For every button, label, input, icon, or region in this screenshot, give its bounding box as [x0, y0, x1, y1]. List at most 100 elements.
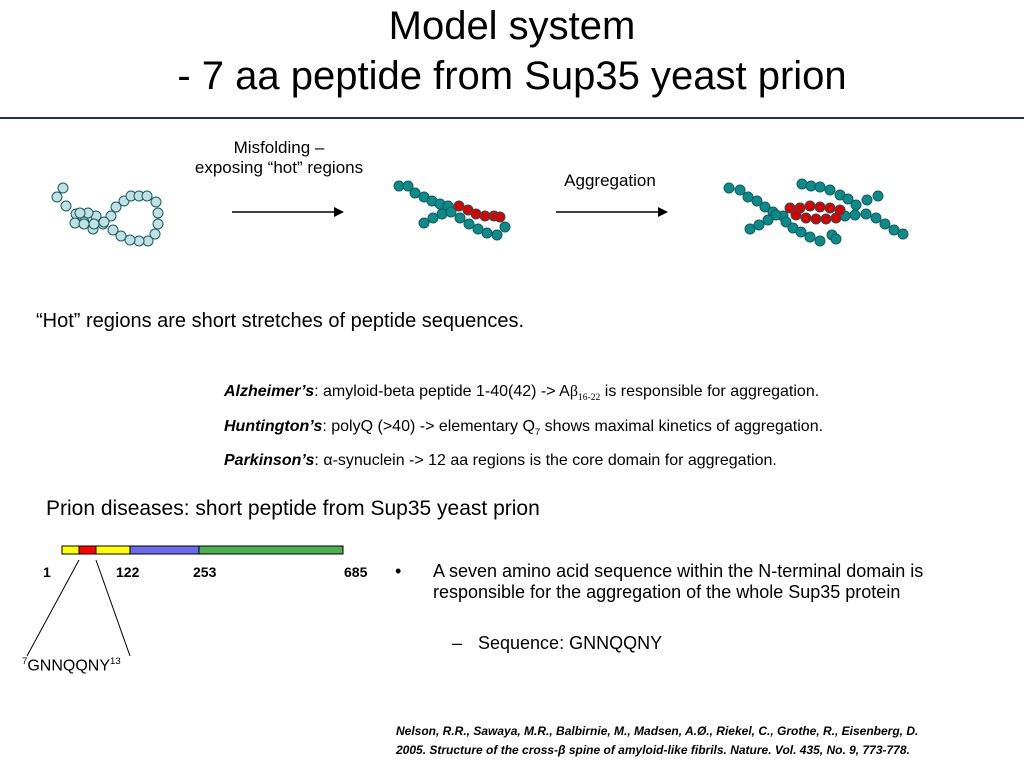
misfolded-chain-bead: [481, 227, 493, 239]
huntington-line: Huntington’s: polyQ (>40) -> elementary …: [224, 418, 823, 438]
misfolding-arrow-head: [334, 207, 344, 217]
aggregate-chain-bead: [804, 231, 816, 243]
misfolded-chain-bead: [491, 229, 503, 241]
aggregate-chain-bead: [751, 195, 763, 207]
coil-bead: [133, 235, 145, 247]
coil-bead: [51, 191, 63, 203]
sup35-position-253: 253: [193, 564, 217, 580]
hot-region-bead: [494, 211, 506, 223]
aggregate-chain-bead: [734, 184, 746, 196]
misfolded-chain-bead: [499, 221, 511, 233]
coil-bead: [88, 218, 100, 230]
aggregation-label: Aggregation: [564, 171, 656, 190]
parkinson-line: Parkinson’s: α-synuclein -> 12 aa region…: [224, 452, 777, 470]
misfolded-chain-bead: [463, 218, 475, 230]
reference-line-2: 2005. Structure of the cross-β spine of …: [396, 743, 910, 757]
misfolded-chain-bead: [427, 212, 439, 224]
aggregate-chain-bead: [824, 184, 836, 196]
misfolded-chain-bead: [472, 223, 484, 235]
aggregate-hot-bead: [804, 200, 816, 212]
aggregate-chain-bead: [872, 190, 884, 202]
aggregate-chain-bead: [759, 201, 771, 213]
sequence-end-index: 13: [110, 656, 121, 667]
alzheimer-text: : amyloid-beta peptide 1-40(42) -> A: [314, 383, 570, 400]
sequence-start-index: 7: [22, 656, 28, 667]
misfolded-chain-bead: [454, 212, 466, 224]
sup35-position-122: 122: [116, 564, 140, 580]
misfolded-chain-bead: [418, 217, 430, 229]
sub-bullet-marker: –: [452, 633, 463, 653]
coil-bead: [74, 207, 86, 219]
sup35-segment-green: [198, 545, 344, 555]
aggregate-chain-bead: [762, 214, 774, 226]
slide-title-line-2: - 7 aa peptide from Sup35 yeast prion: [177, 54, 847, 98]
misfolding-label-line-1: Misfolding –: [233, 138, 325, 157]
aggregate-chain-bead: [849, 209, 861, 221]
aggregation-arrow-head: [658, 207, 668, 217]
aggregate-chain-bead: [860, 208, 872, 220]
misfolding-label-line-2: exposing “hot” regions: [194, 158, 364, 177]
aggregate-chain-bead: [814, 181, 826, 193]
prion-heading: Prion diseases: short peptide from Sup35…: [46, 497, 540, 520]
aggregate-chain-bead: [888, 224, 900, 236]
alzheimer-name: Alzheimer’s: [224, 383, 315, 400]
coil-bead: [141, 190, 153, 202]
coil-bead: [60, 200, 72, 212]
aggregate-chain-bead: [796, 178, 808, 190]
aggregate-hot-bead: [800, 212, 812, 224]
aggregate-chain-bead: [753, 219, 765, 231]
coil-bead: [69, 217, 81, 229]
coil-bead: [115, 230, 127, 242]
aggregate-chain-bead: [814, 235, 826, 247]
alzheimer-line: Alzheimer’s: amyloid-beta peptide 1-40(4…: [224, 383, 819, 403]
aggregate-chain-bead: [850, 199, 862, 211]
aggregate-chain-bead: [897, 228, 909, 240]
coil-bead: [78, 218, 90, 230]
zoom-line-left: [26, 559, 80, 657]
coil-bead: [150, 196, 162, 208]
aggregate-chain-bead: [879, 218, 891, 230]
misfolded-chain-bead: [402, 180, 414, 192]
coil-bead: [107, 224, 119, 236]
aggregate-chain-bead: [770, 209, 782, 221]
alzheimer-subscript: 16-22: [577, 392, 601, 404]
aggregate-hot-bead: [820, 213, 832, 225]
coil-bead: [152, 218, 164, 230]
coil-bead: [124, 234, 136, 246]
aggregate-chain-bead: [805, 180, 817, 192]
aggregate-chain-bead: [830, 233, 842, 245]
aggregate-chain-bead: [795, 226, 807, 238]
huntington-subscript: 7: [534, 427, 541, 439]
aggregate-chain-bead: [742, 191, 754, 203]
aggregate-hot-bead: [814, 201, 826, 213]
coil-bead: [105, 210, 117, 222]
title-divider: [0, 117, 1024, 119]
hot-region-bead: [453, 200, 465, 212]
aggregate-hot-bead: [824, 202, 836, 214]
sequence-label: 7GNNQQNY13: [22, 656, 121, 675]
hot-regions-statement: “Hot” regions are short stretches of pep…: [36, 310, 525, 332]
huntington-text-end: shows maximal kinetics of aggregation.: [540, 418, 824, 435]
huntington-name: Huntington’s: [224, 418, 323, 435]
misfolded-chain-bead: [409, 187, 421, 199]
aggregate-chain-bead: [861, 194, 873, 206]
reference: Nelson, R.R., Sawaya, M.R., Balbirnie, M…: [396, 722, 1016, 760]
coil-bead: [149, 228, 161, 240]
parkinson-text: : α-synuclein -> 12 aa regions is the co…: [314, 452, 777, 469]
misfolded-chain-bead: [436, 208, 448, 220]
aggregate-hot-bead: [810, 213, 822, 225]
coil-bead: [57, 182, 69, 194]
sup35-segment-blue: [129, 545, 200, 555]
hot-region-bead: [470, 208, 482, 220]
coil-bead: [152, 207, 164, 219]
misfolded-chain-bead: [445, 206, 457, 218]
aggregate-hot-bead: [790, 209, 802, 221]
zoom-line-right: [95, 559, 131, 657]
bullet-main-text: A seven amino acid sequence within the N…: [433, 561, 924, 602]
aggregate-chain-bead: [870, 212, 882, 224]
sequence-text: GNNQQNY: [27, 657, 111, 675]
slide-title-line-1: Model system: [388, 4, 636, 48]
aggregate-chain-bead: [780, 216, 792, 228]
sup35-position-1: 1: [43, 564, 51, 580]
